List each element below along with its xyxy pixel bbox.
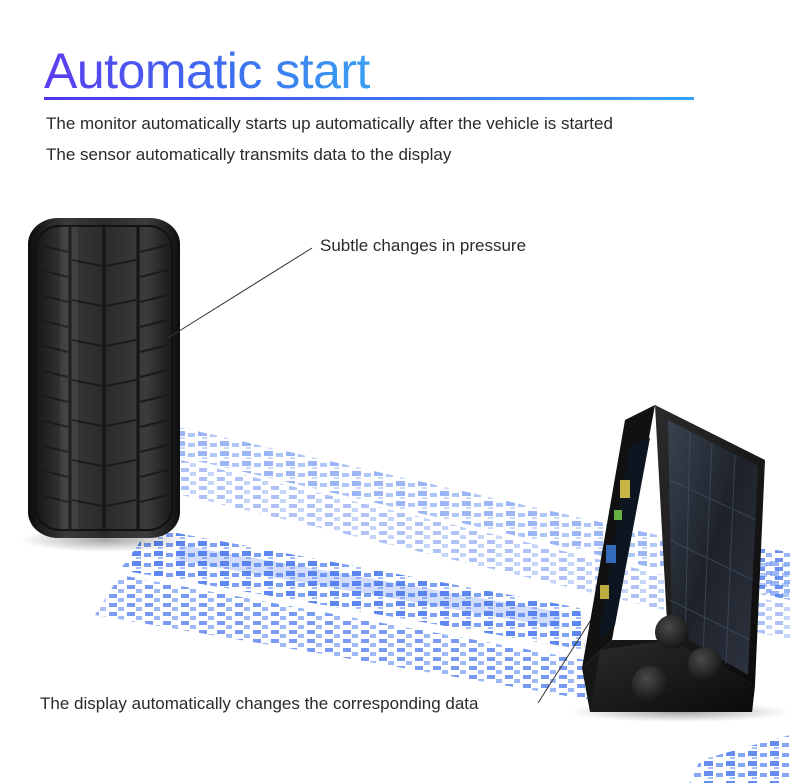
tire-icon [20, 218, 190, 552]
tire-callout-line [167, 247, 313, 339]
tire-callout-label: Subtle changes in pressure [320, 236, 527, 255]
subtitle-line-2: The sensor automatically transmits data … [46, 145, 452, 164]
subtitle-line-1: The monitor automatically starts up auto… [46, 114, 613, 133]
device-button-2-icon [688, 647, 722, 681]
title-underline [44, 97, 694, 100]
device-button-3-icon [632, 666, 668, 702]
tpms-solar-display-icon [570, 405, 790, 722]
display-callout-line [537, 611, 597, 704]
display-callout-label: The display automatically changes the co… [40, 694, 479, 713]
device-button-1-icon [655, 615, 689, 649]
page-title: Automatic start [44, 43, 370, 99]
